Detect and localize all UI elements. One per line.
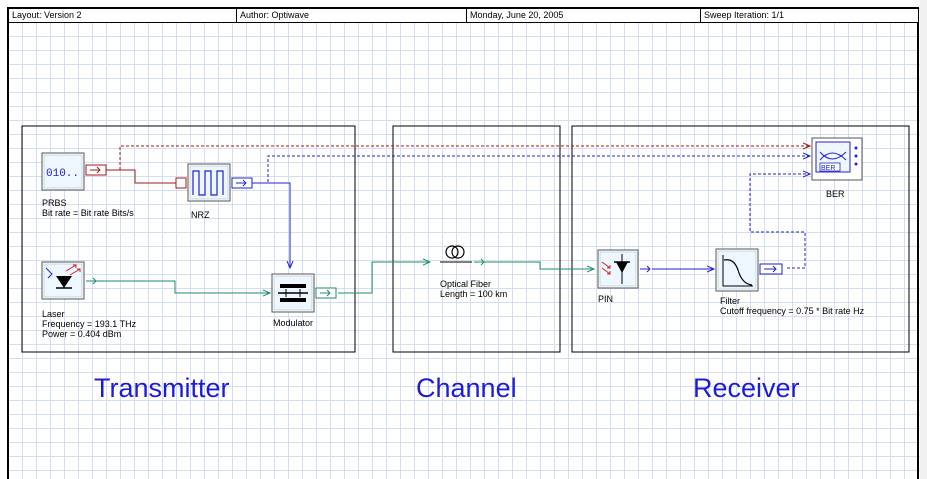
filter-component[interactable]	[715, 248, 783, 292]
modulator-label: Modulator	[273, 318, 314, 328]
top-margin	[0, 0, 927, 7]
fiber-to-pin-link[interactable]	[484, 261, 594, 269]
pin-label: PIN	[598, 294, 614, 304]
sweep-iteration: Sweep Iteration: 1/1	[704, 10, 785, 20]
prbs-bitrate: Bit rate = Bit rate Bits/s	[42, 208, 134, 218]
transmitter-box[interactable]	[21, 125, 356, 353]
fiber-spool-icon	[445, 245, 459, 259]
channel-box[interactable]	[392, 125, 561, 353]
fiber-length: Length = 100 km	[440, 289, 508, 299]
filter-label: Filter	[720, 296, 740, 306]
prbs-label: PRBS	[42, 198, 67, 208]
pin-output-port	[640, 265, 651, 273]
laser-label: Laser	[42, 309, 65, 319]
pin-component[interactable]	[597, 249, 651, 289]
channel-title: Channel	[416, 373, 517, 403]
layout-header: Layout: Version 2 Author: Optiwave Monda…	[9, 9, 918, 23]
nrz-to-ber-link[interactable]	[267, 156, 810, 182]
prbs-component[interactable]: 010..	[41, 152, 107, 191]
ber-component[interactable]: BER	[811, 137, 863, 181]
fiber-label: Optical Fiber	[440, 279, 492, 289]
lowpass-filter-icon	[723, 259, 753, 286]
layout-frame	[7, 7, 919, 479]
ber-glyph: BER	[821, 165, 835, 172]
left-margin	[0, 0, 7, 479]
fiber-component[interactable]	[440, 245, 485, 266]
laser-component[interactable]	[41, 261, 97, 300]
laser-frequency: Frequency = 193.1 THz	[42, 319, 137, 329]
vertical-scrollbar[interactable]	[920, 0, 927, 479]
nrz-component[interactable]	[175, 163, 253, 202]
transmitter-title: Transmitter	[94, 373, 230, 403]
modulator-to-fiber-link[interactable]	[338, 262, 430, 294]
laser-to-modulator-link[interactable]	[86, 280, 270, 293]
layout-author: Author: Optiwave	[237, 9, 467, 22]
prbs-to-nrz-link[interactable]	[106, 169, 184, 183]
modulator-component[interactable]	[271, 273, 337, 313]
prbs-glyph: 010..	[46, 168, 79, 180]
layout-date: Monday, June 20, 2005	[467, 9, 701, 22]
nrz-glyph	[192, 170, 224, 196]
nrz-to-modulator-link[interactable]	[252, 182, 290, 268]
nrz-label: NRZ	[191, 210, 210, 220]
filter-to-ber-link[interactable]	[749, 174, 810, 269]
fiber-output-port	[474, 258, 485, 266]
filter-cutoff: Cutoff frequency = 0.75 * Bit rate Hz	[720, 306, 865, 316]
ber-label: BER	[826, 189, 845, 199]
layout-version: Layout: Version 2	[9, 9, 237, 22]
receiver-title: Receiver	[693, 373, 800, 403]
ber-eye-icon	[819, 152, 847, 161]
nrz-input-port	[175, 177, 187, 189]
prbs-to-ber-link[interactable]	[119, 146, 810, 170]
modulator-glyph	[280, 284, 306, 288]
receiver-box[interactable]	[571, 125, 910, 353]
laser-output-port	[86, 277, 97, 285]
laser-diode-icon	[56, 276, 72, 288]
laser-power: Power = 0.404 dBm	[42, 329, 122, 339]
